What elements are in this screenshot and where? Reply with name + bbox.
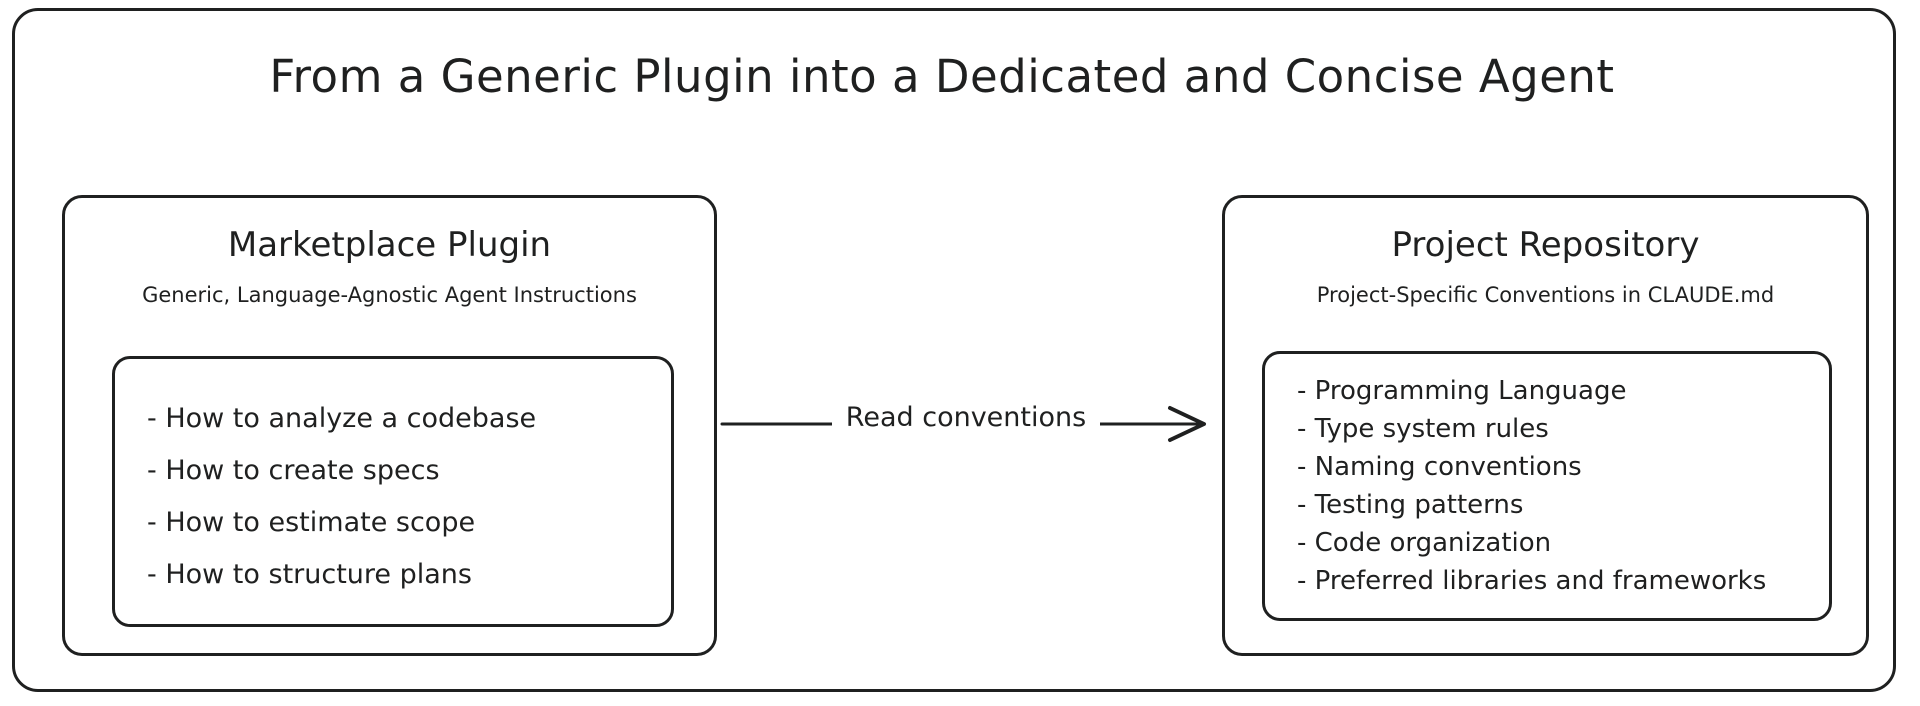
subgraph-title-marketplace-plugin: Marketplace Plugin: [227, 225, 552, 265]
list-item: - Type system rules: [1297, 414, 1549, 444]
list-item: - Naming conventions: [1297, 452, 1582, 482]
list-item: - How to structure plans: [147, 559, 472, 590]
node-plugin-capabilities: - How to analyze a codebase - How to cre…: [112, 356, 674, 627]
subgraph-subtitle-project-repository: Project-Specific Conventions in CLAUDE.m…: [1316, 283, 1775, 307]
list-item: - How to analyze a codebase: [147, 403, 537, 434]
list-item: - How to estimate scope: [147, 507, 476, 538]
plugin-capability-list: - How to analyze a codebase - How to cre…: [147, 393, 655, 601]
subgraph-title-project-repository: Project Repository: [1391, 225, 1700, 265]
diagram-title: From a Generic Plugin into a Dedicated a…: [269, 50, 1615, 103]
list-item: - Programming Language: [1297, 376, 1627, 406]
subgraph-marketplace-plugin: Marketplace Plugin Generic, Language-Agn…: [62, 195, 717, 656]
list-item: - Testing patterns: [1297, 490, 1524, 520]
list-item: - Preferred libraries and frameworks: [1297, 566, 1767, 596]
subgraph-subtitle-marketplace-plugin: Generic, Language-Agnostic Agent Instruc…: [142, 283, 637, 307]
edge-label-read-conventions: Read conventions: [832, 400, 1100, 435]
list-item: - Code organization: [1297, 528, 1552, 558]
subgraph-project-repository: Project Repository Project-Specific Conv…: [1222, 195, 1869, 656]
list-item: - How to create specs: [147, 455, 440, 486]
project-convention-list: - Programming Language - Type system rul…: [1297, 372, 1813, 600]
node-project-conventions: - Programming Language - Type system rul…: [1262, 351, 1832, 621]
